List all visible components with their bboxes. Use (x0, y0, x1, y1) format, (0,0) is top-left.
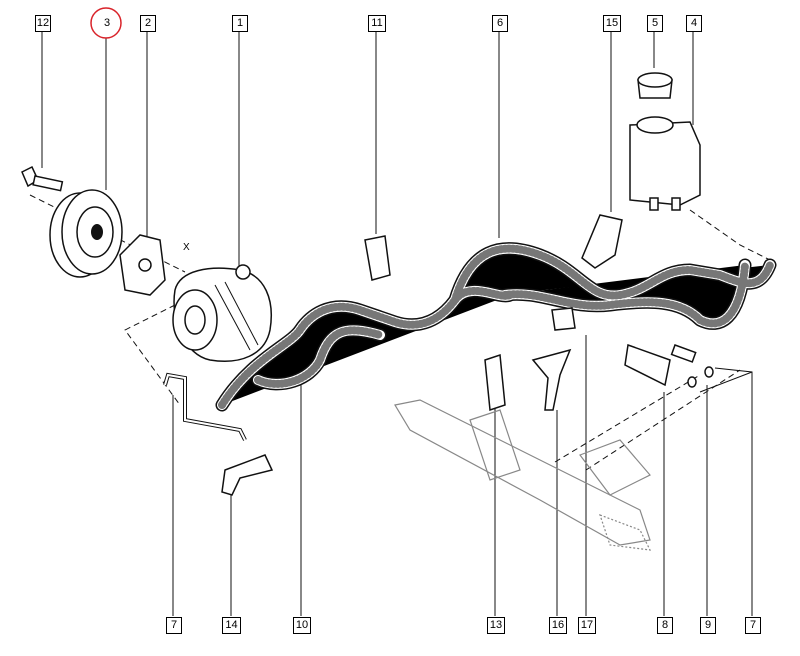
label-12[interactable]: 12 (35, 15, 51, 32)
label-14[interactable]: 14 (222, 617, 241, 634)
label-5[interactable]: 5 (647, 15, 663, 32)
highlight-circle (90, 7, 122, 39)
label-17[interactable]: 17 (578, 617, 596, 634)
label-8[interactable]: 8 (657, 617, 673, 634)
label-15[interactable]: 15 (603, 15, 621, 32)
pump-1 (172, 264, 272, 362)
bracket-16 (531, 348, 572, 411)
bracket-13 (484, 353, 506, 412)
label-1[interactable]: 1 (232, 15, 248, 32)
label-7-right[interactable]: 7 (745, 617, 761, 634)
label-10[interactable]: 10 (293, 617, 311, 634)
clip-11 (364, 235, 391, 281)
seal-9a (687, 376, 697, 388)
bolt-12 (21, 165, 64, 192)
clip-17 (551, 307, 576, 331)
bracket-15 (581, 214, 623, 269)
label-2[interactable]: 2 (140, 15, 156, 32)
label-11[interactable]: 11 (368, 15, 386, 32)
label-16[interactable]: 16 (549, 617, 567, 634)
label-7-left[interactable]: 7 (166, 617, 182, 634)
fitting-8 (624, 343, 697, 387)
cap-5 (637, 72, 673, 99)
label-6[interactable]: 6 (492, 15, 508, 32)
label-13[interactable]: 13 (487, 617, 505, 634)
steering-rack (394, 399, 652, 551)
bracket-14 (221, 454, 274, 496)
reservoir-4 (629, 116, 701, 211)
axis-marker-x: X (183, 242, 190, 253)
label-4[interactable]: 4 (686, 15, 702, 32)
seal-9b (704, 366, 714, 378)
label-9[interactable]: 9 (700, 617, 716, 634)
label-3[interactable]: 3 (103, 17, 111, 29)
pulley-3 (49, 189, 123, 278)
